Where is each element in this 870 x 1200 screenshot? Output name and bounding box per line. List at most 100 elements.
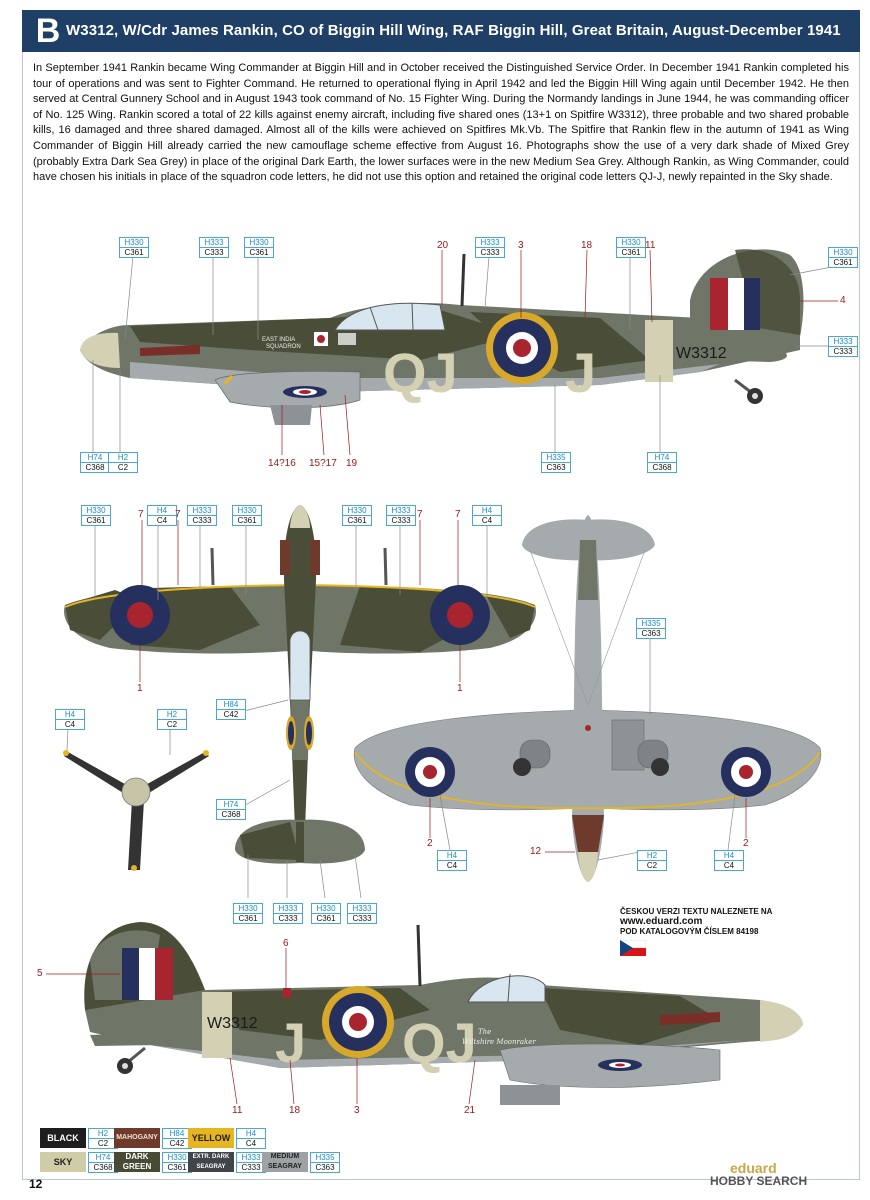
marker-number: 2 [427,838,433,849]
fuselage-roundel-starboard [322,986,394,1058]
marker-number: 19 [346,458,358,469]
legend-swatch-yellow: YELLOW [188,1128,234,1148]
profile-title: W3312, W/Cdr James Rankin, CO of Biggin … [66,22,841,39]
marker-number: 2 [743,838,749,849]
legend-swatch-medium-seagray: MEDIUM SEAGRAY [262,1152,308,1172]
marker-number: 21 [464,1105,476,1116]
marker-number: 15?17 [309,458,337,469]
sky-fuselage-band-starboard [202,992,232,1058]
side-view-port: QJ J W3312 EAST INDIA SQUADRON [80,249,804,425]
marker-number: 7 [138,509,144,520]
czech-note-line-1: ČESKOU VERZI TEXTU NALEZNETE NA [620,907,773,916]
watermark-hobbysearch: HOBBY SEARCH [710,1174,808,1188]
code-letter-right: J [565,341,596,404]
history-text: In September 1941 Rankin became Wing Com… [33,62,849,184]
legend-swatch-mahogany: MAHOGANY [114,1128,160,1148]
marker-number: 7 [455,509,461,520]
sky-fuselage-band [645,320,673,382]
leader-lines [66,255,843,899]
nose-inscription-1: EAST INDIA [262,337,295,343]
serial-number-starboard: W3312 [207,1015,258,1032]
marker-lines [46,249,838,1105]
website-link[interactable]: www.eduard.com [620,916,703,927]
code-letters-left-starboard: QJ [402,1011,477,1074]
fin-flash [710,278,728,330]
marker-number: 18 [581,240,593,251]
code-letters-left: QJ [383,341,458,404]
script-name-1: The [478,1028,491,1036]
marker-number: 20 [437,240,449,251]
page-number: 12 [29,1177,43,1191]
bottom-wing-roundel-right [721,747,771,797]
top-view [64,505,536,864]
czech-note: ČESKOU VERZI TEXTU NALEZNETE NA www.edua… [619,907,773,959]
serial-number-port: W3312 [676,345,727,362]
marker-number: 18 [289,1105,301,1116]
legend-swatch-dark-green: DARK GREEN [114,1152,160,1172]
marker-number: 7 [175,509,181,520]
marker-number: 1 [137,683,143,694]
legend-swatch-extra-dark-seagray: EXTR. DARK SEAGRAY [188,1152,234,1172]
bottom-view [353,515,822,882]
marker-number: 12 [530,846,542,857]
propeller-view [63,750,209,871]
marker-number: 3 [518,240,524,251]
marker-number: 5 [37,968,43,979]
profile-letter: B [35,12,61,50]
watermark-eduard: eduard [730,1160,777,1176]
marker-number: 1 [457,683,463,694]
script-name-2: Wiltshire Moonraker [462,1038,536,1046]
nose-inscription-2: SQUADRON [266,344,301,350]
top-wing-roundel-right [430,585,490,645]
fin-flash-starboard [122,948,139,1000]
marker-number: 7 [417,509,423,520]
profile-header-bar [22,10,860,52]
marker-number: 14?16 [268,458,296,469]
top-wing-roundel-left [110,585,170,645]
side-view-starboard: J QJ W3312 The Wiltshire Moonraker [84,922,803,1105]
marker-number: 4 [840,295,846,306]
marker-number: 11 [645,240,656,251]
czech-note-line-3: POD KATALOGOVÝM ČÍSLEM 84198 [620,927,759,936]
canopy [334,302,446,331]
fuselage-roundel-port [486,312,558,384]
marker-number: 3 [354,1105,360,1116]
legend-swatch-sky: SKY [40,1152,86,1172]
